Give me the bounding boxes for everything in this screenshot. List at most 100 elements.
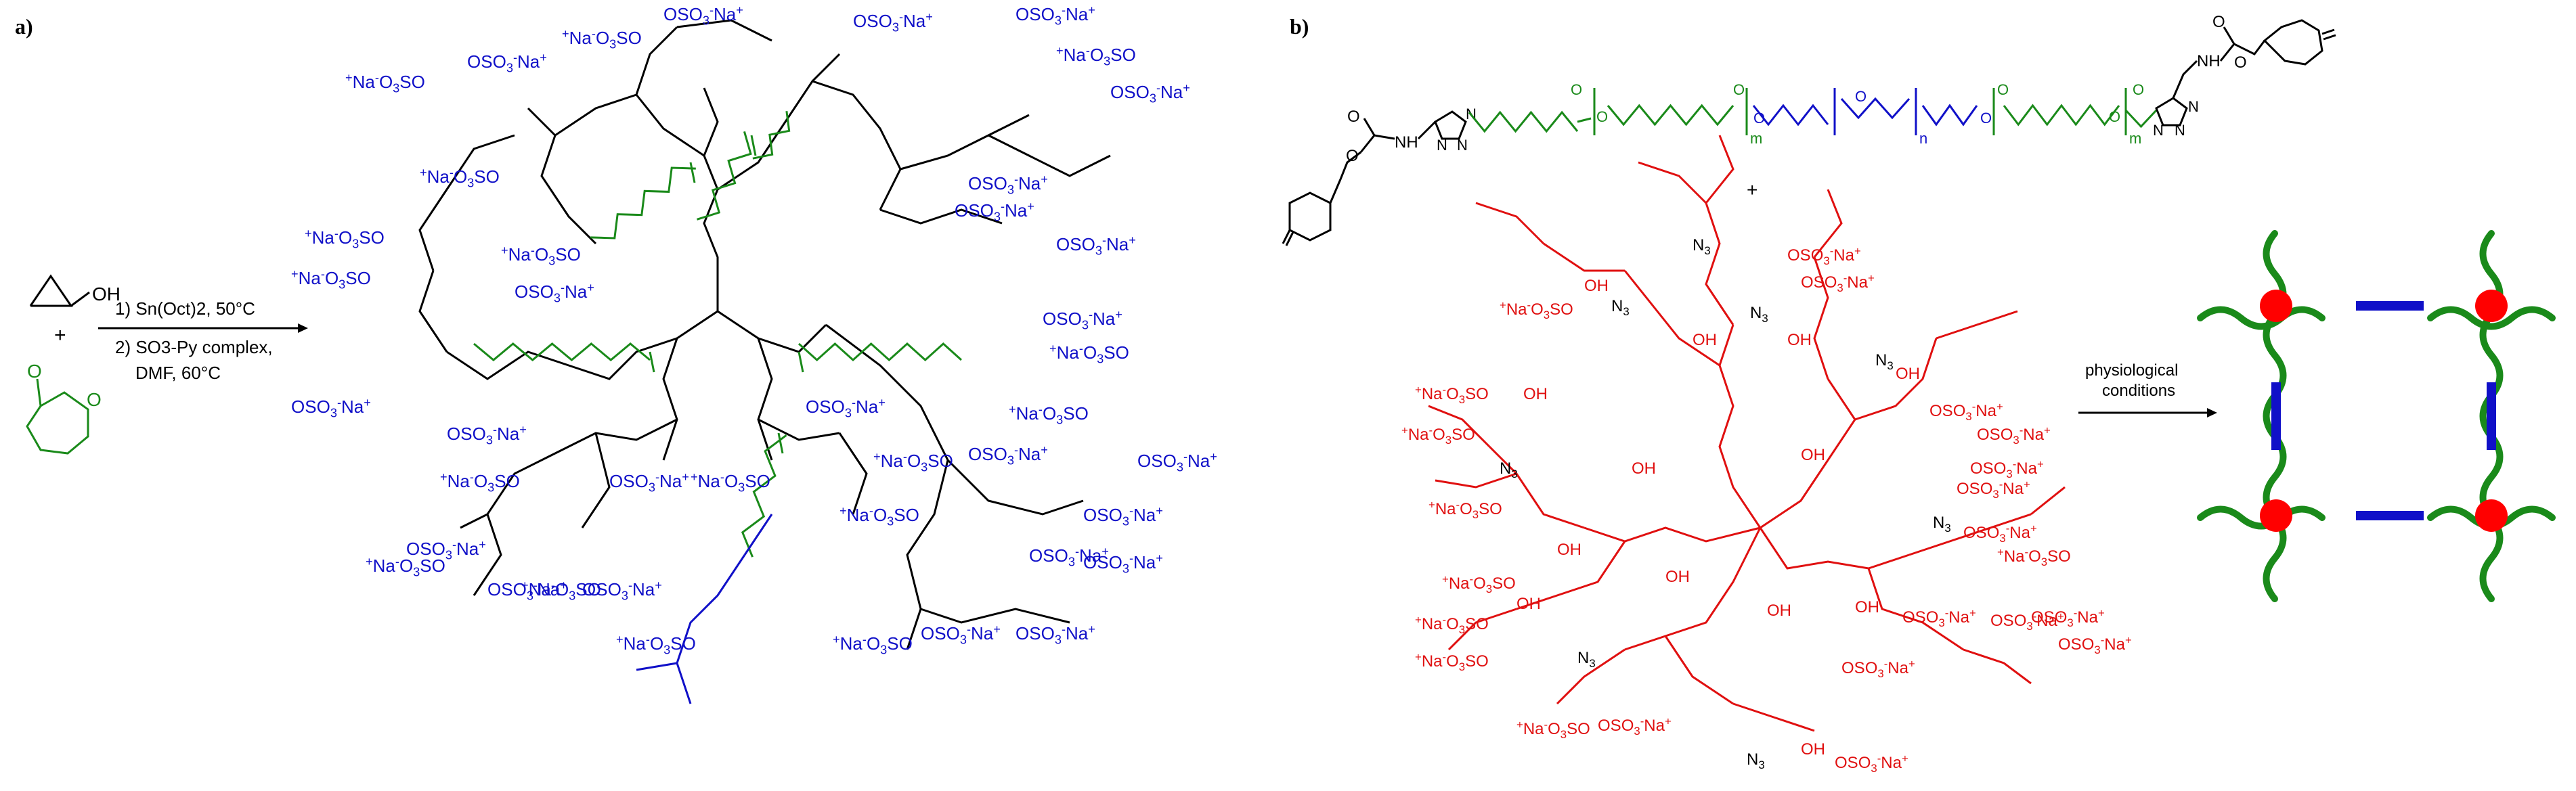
arrow-label-line-1: physiological	[2085, 361, 2178, 380]
dendron-b-bond-13	[1556, 648, 1625, 705]
triazole-left-n2: N	[1457, 137, 1468, 154]
core-bond-2	[717, 310, 773, 461]
sulfate-label-a-6: +Na-O3SO	[1056, 44, 1136, 68]
arm-top-left-h	[2197, 306, 2326, 330]
triazole-left-n3: N	[1437, 137, 1447, 154]
dendron-b-sulfate-1: +Na-O3SO	[1500, 299, 1573, 321]
sulfate-label-a-38: OSO3-Na+	[1083, 551, 1163, 576]
sulfate-label-a-20: OSO3-Na+	[447, 423, 527, 447]
sulfate-label-a-31: +Na-O3SO	[691, 470, 770, 495]
carbonyl-1	[750, 135, 757, 156]
dendron-b-sulfate-11: +Na-O3SO	[1415, 614, 1489, 636]
core-bond-14	[906, 459, 949, 610]
sulfate-label-a-33: +Na-O3SO	[521, 579, 601, 603]
dendron-b-sulfate-15: +Na-O3SO	[1516, 719, 1590, 741]
hydroxyl-label-1: OH	[1693, 331, 1717, 349]
dendrimer-a-linker-bonds	[473, 110, 963, 558]
linker-o-1: O	[1571, 81, 1582, 98]
glycidol-bond	[70, 291, 90, 307]
sulfate-label-a-30: OSO3-Na+	[609, 470, 689, 495]
dendron-b-bond-22	[1732, 702, 1815, 732]
sulfate-label-a-14: +Na-O3SO	[291, 267, 371, 292]
dendron-b-bond-8	[1854, 338, 1938, 421]
hydroxyl-label-10: OH	[1767, 602, 1791, 620]
core-bond-21	[446, 351, 569, 380]
core-bond-23	[418, 189, 448, 271]
azide-label-7: N3	[1747, 750, 1765, 771]
panel-b-label: b)	[1290, 14, 1309, 39]
sulfate-label-a-18: OSO3-Na+	[291, 396, 371, 420]
sulfate-label-a-19: +Na-O3SO	[440, 470, 520, 495]
condition-step-1: 1) Sn(Oct)2, 50°C	[115, 298, 255, 319]
pcl-repeat-right	[2003, 104, 2120, 127]
dendron-b-bond-12	[1867, 568, 1964, 651]
arm-top-right-h	[2427, 306, 2556, 330]
core-bond-28	[540, 135, 597, 245]
peg-link-left	[1752, 104, 1829, 127]
pcl-repeat-left	[1607, 104, 1734, 127]
sulfate-label-a-7: +Na-O3SO	[420, 166, 500, 190]
bcn-left-alkyne-1	[1282, 229, 1291, 244]
hydroxyl-label-5: OH	[1632, 459, 1656, 478]
dendron-b-bond-10	[1516, 541, 1626, 610]
node-bottom-left	[2260, 499, 2292, 532]
azide-label-0: N3	[1693, 236, 1711, 257]
dendron-b-bond-0	[1718, 324, 1762, 528]
dendron-b-sulfate-4: +Na-O3SO	[1401, 424, 1475, 447]
linker-o-2: O	[1596, 108, 1608, 125]
linker-o-9: O	[2133, 81, 2144, 98]
carbonyl-3	[798, 351, 804, 373]
core-bond-24	[445, 134, 515, 190]
hydroxyl-label-11: OH	[1855, 598, 1879, 616]
bcn-right-o2: O	[2234, 53, 2247, 72]
triazole-right-ring	[2155, 97, 2188, 127]
dendron-b-sulfate-10: +Na-O3SO	[1442, 573, 1516, 595]
linker-o-6: O	[1980, 110, 1992, 127]
sulfate-label-a-28: +Na-O3SO	[366, 555, 445, 579]
bcn-right-ring	[2263, 19, 2323, 66]
sulfate-label-a-37: OSO3-Na+	[1016, 623, 1095, 647]
arrow-label-line-2: conditions	[2102, 382, 2175, 400]
bcn-left-o1: O	[1347, 108, 1360, 126]
bcn-right-o1: O	[2212, 13, 2225, 31]
linker-chain-5	[752, 110, 791, 160]
monomer-plus: +	[54, 324, 66, 346]
core-bond-5	[554, 418, 678, 455]
sulfate-label-a-29: OSO3-Na+	[1083, 504, 1163, 528]
caprolactone-ring	[26, 391, 89, 455]
triazole-right-n3: N	[2153, 122, 2164, 139]
dendrimer-a-core-bonds	[418, 19, 1111, 650]
hydroxyl-label-0: OH	[1584, 277, 1609, 295]
dendrimer-a-sulfate-labels: OSO3-Na++Na-O3SOOSO3-Na++Na-O3SOOSO3-Na+…	[291, 3, 1217, 657]
dendron-b-sulfate-14: OSO3-Na+	[1990, 610, 2064, 633]
sulfate-label-a-5: OSO3-Na+	[1016, 3, 1095, 28]
dendron-bond-0	[676, 554, 746, 664]
sulfate-label-a-15: OSO3-Na+	[515, 281, 594, 305]
triazole-left	[1417, 110, 1467, 140]
linker-chain-4	[741, 434, 787, 558]
node-top-left	[2260, 290, 2292, 322]
bcn-left-o2: O	[1346, 147, 1359, 165]
network-nodes	[2260, 290, 2508, 532]
dendron-b-bond-20	[2030, 486, 2066, 516]
dendron-b-bond-16	[1543, 242, 1625, 272]
linker-chain-2	[798, 342, 963, 362]
bcn-right	[2219, 19, 2336, 66]
dendron-b-bond-2	[1584, 526, 1761, 543]
linker-o-4: O	[1753, 110, 1765, 127]
core-bond-18	[838, 432, 868, 515]
sulfate-label-a-24: +Na-O3SO	[873, 450, 953, 474]
dendron-b-sulfate-22: OSO3-Na+	[1902, 607, 1976, 629]
dendron-b-bond-9	[1488, 445, 1585, 529]
nh-left-label: NH	[1395, 133, 1418, 152]
core-bond-26	[676, 19, 772, 42]
dendron-b-sulfate-17: OSO3-Na+	[2058, 634, 2132, 656]
azide-label-1: N3	[1611, 297, 1630, 318]
carbonyl-0	[689, 162, 696, 183]
sulfate-label-a-22: +Na-O3SO	[1009, 403, 1089, 427]
sulfate-label-a-35: OSO3-Na+	[1029, 545, 1109, 569]
dendron-b-bond-15	[1638, 161, 1707, 204]
reaction-arrowhead-b	[2207, 408, 2217, 417]
